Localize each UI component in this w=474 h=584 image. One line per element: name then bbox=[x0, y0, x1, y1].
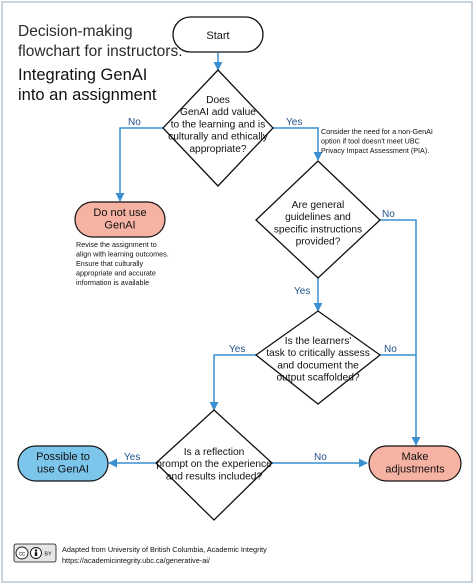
by-icon-head bbox=[34, 549, 38, 552]
q1-text-line-5: appropriate? bbox=[189, 144, 247, 155]
note-non-genai-line-3: Privacy Impact Assessment (PIA). bbox=[321, 146, 429, 155]
connector-q1-no bbox=[115, 127, 163, 202]
decision-scaffolded-text: Is the learners'task to critically asses… bbox=[266, 336, 370, 384]
title-line-2: flowchart for instructors: bbox=[18, 43, 183, 60]
label-q1-no: No bbox=[128, 117, 141, 128]
label-q4-no: No bbox=[314, 452, 327, 463]
stop-text-line-2: GenAI bbox=[104, 220, 135, 232]
decision-scaffolded: Is the learners'task to critically asses… bbox=[254, 310, 382, 405]
possible-text-line-1: Possible to bbox=[36, 451, 90, 463]
label-q2-no: No bbox=[382, 209, 395, 220]
connector-q3-yes bbox=[209, 354, 256, 411]
stop-text-line-1: Do not use bbox=[93, 207, 146, 219]
cc-icon bbox=[15, 546, 29, 560]
by-icon-label: BY bbox=[44, 552, 52, 558]
footer-url[interactable]: https://academicintegrity.ubc.ca/generat… bbox=[62, 556, 211, 565]
q4-text-line-3: and results included? bbox=[166, 471, 263, 482]
adjust-text-line-2: adjustments bbox=[385, 464, 445, 476]
label-q4-yes: Yes bbox=[124, 452, 140, 463]
connector-q1-yes bbox=[273, 127, 323, 161]
q3-text-line-3: and document the bbox=[277, 360, 359, 371]
label-q1-yes: Yes bbox=[286, 117, 302, 128]
note-non-genai-line-1: Consider the need for a non-GenAI bbox=[321, 127, 433, 136]
label-q3-yes: Yes bbox=[229, 344, 245, 355]
title-line-1: Decision-making bbox=[18, 23, 133, 40]
possible-text-line-2: use GenAI bbox=[37, 464, 89, 476]
note-revise-line-3: Ensure that culturally bbox=[76, 259, 144, 268]
q4-text-line-2: prompt on the experience bbox=[156, 459, 272, 470]
connectors bbox=[108, 53, 421, 468]
start-label: Start bbox=[206, 30, 229, 42]
q2-text-line-4: provided? bbox=[296, 237, 341, 248]
title-line-4: into an assignment bbox=[18, 86, 157, 104]
by-icon-body bbox=[34, 552, 38, 556]
footer-attribution: Adapted from University of British Colum… bbox=[62, 545, 267, 554]
license-badge: cc BY bbox=[13, 543, 57, 563]
q2-text-line-2: guidelines and bbox=[285, 212, 351, 223]
connector-q2-no bbox=[380, 219, 421, 446]
q4-text-line-1: Is a reflection bbox=[184, 447, 245, 458]
note-revise-line-2: align with learning outcomes. bbox=[76, 250, 169, 259]
q2-text-line-1: Are general bbox=[292, 200, 345, 211]
note-non-genai-line-2: option if tool doesn't meet UBC bbox=[321, 137, 420, 146]
label-q2-yes: Yes bbox=[294, 286, 310, 297]
q1-text-line-1: Does bbox=[206, 95, 230, 106]
q3-text-line-1: Is the learners' bbox=[285, 336, 352, 347]
cc-icon-label: cc bbox=[19, 552, 25, 558]
note-non-genai-option: Consider the need for a non-GenAIoption … bbox=[321, 127, 433, 155]
adjust-text-line-1: Make bbox=[402, 451, 429, 463]
q2-text-line-3: specific instructions bbox=[274, 224, 362, 235]
note-revise-line-4: appropriate and accurate bbox=[76, 269, 156, 278]
note-revise-line-1: Revise the assignment to bbox=[76, 240, 157, 249]
q1-text-line-3: to the learning and is bbox=[171, 119, 266, 130]
label-q3-no: No bbox=[384, 344, 397, 355]
page-title: Decision-making flowchart for instructor… bbox=[18, 23, 183, 104]
q3-text-line-4: output scaffolded? bbox=[276, 373, 359, 384]
note-revise-line-5: information is available bbox=[76, 278, 149, 287]
q1-text-line-4: culturally and ethically bbox=[168, 132, 269, 143]
title-line-3: Integrating GenAI bbox=[18, 66, 147, 84]
q3-text-line-2: task to critically assess bbox=[266, 348, 370, 359]
start-node: Start bbox=[172, 16, 264, 53]
q1-text-line-2: GenAI add value bbox=[180, 107, 256, 118]
